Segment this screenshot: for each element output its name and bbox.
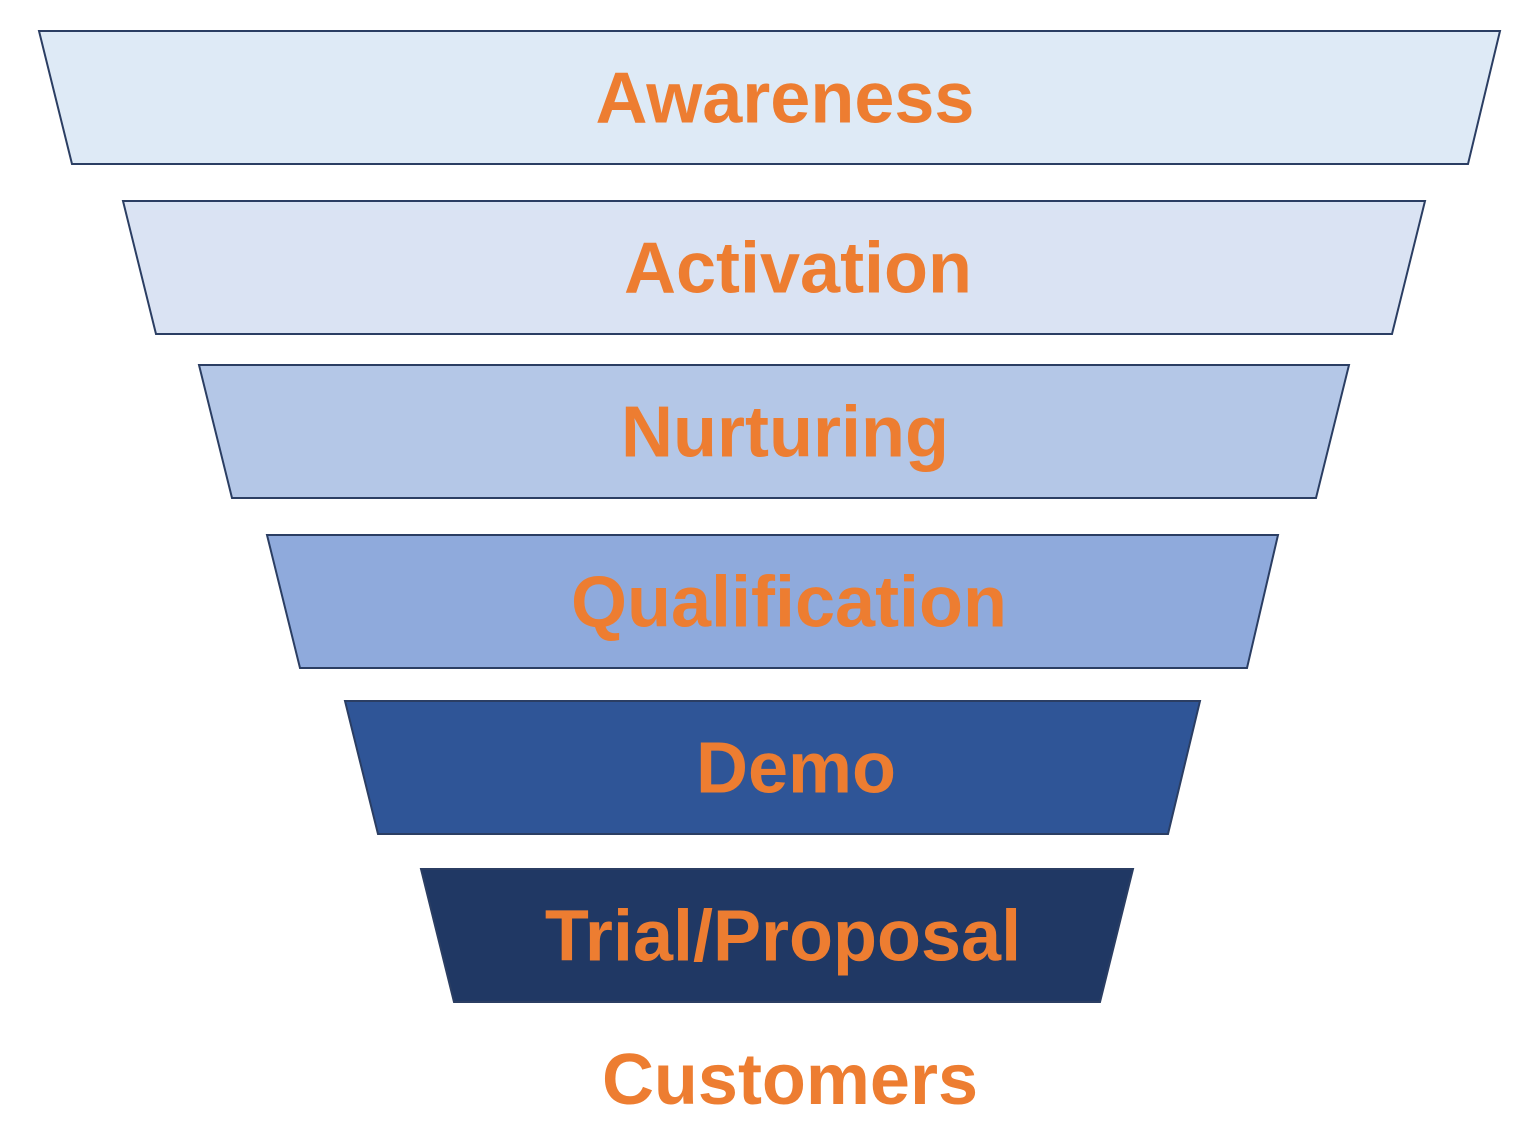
funnel-stage-label: Trial/Proposal (545, 897, 1021, 977)
funnel-stage-label: Qualification (571, 563, 1007, 643)
funnel-stage-shape (121, 200, 1427, 335)
funnel-stage-shape (265, 534, 1280, 669)
funnel-stage-shape (419, 868, 1135, 1003)
funnel-stage-trial-proposal: Trial/Proposal (419, 868, 1135, 1003)
funnel-stage-label: Nurturing (621, 393, 949, 473)
funnel-stage-shape (37, 30, 1502, 165)
funnel-stage-demo: Demo (343, 700, 1202, 835)
funnel-stage-label: Activation (624, 229, 972, 309)
funnel-stage-activation: Activation (121, 200, 1427, 335)
funnel-stage-shape (197, 364, 1351, 499)
funnel-stage-awareness: Awareness (37, 30, 1502, 165)
outcome-label: Customers (602, 1040, 978, 1120)
funnel-stages: AwarenessActivationNurturingQualificatio… (37, 30, 1502, 1003)
funnel-stage-label: Demo (696, 729, 896, 809)
funnel-stage-label: Awareness (596, 59, 975, 139)
funnel-stage-shape (343, 700, 1202, 835)
funnel-stage-qualification: Qualification (265, 534, 1280, 669)
funnel-stage-nurturing: Nurturing (197, 364, 1351, 499)
